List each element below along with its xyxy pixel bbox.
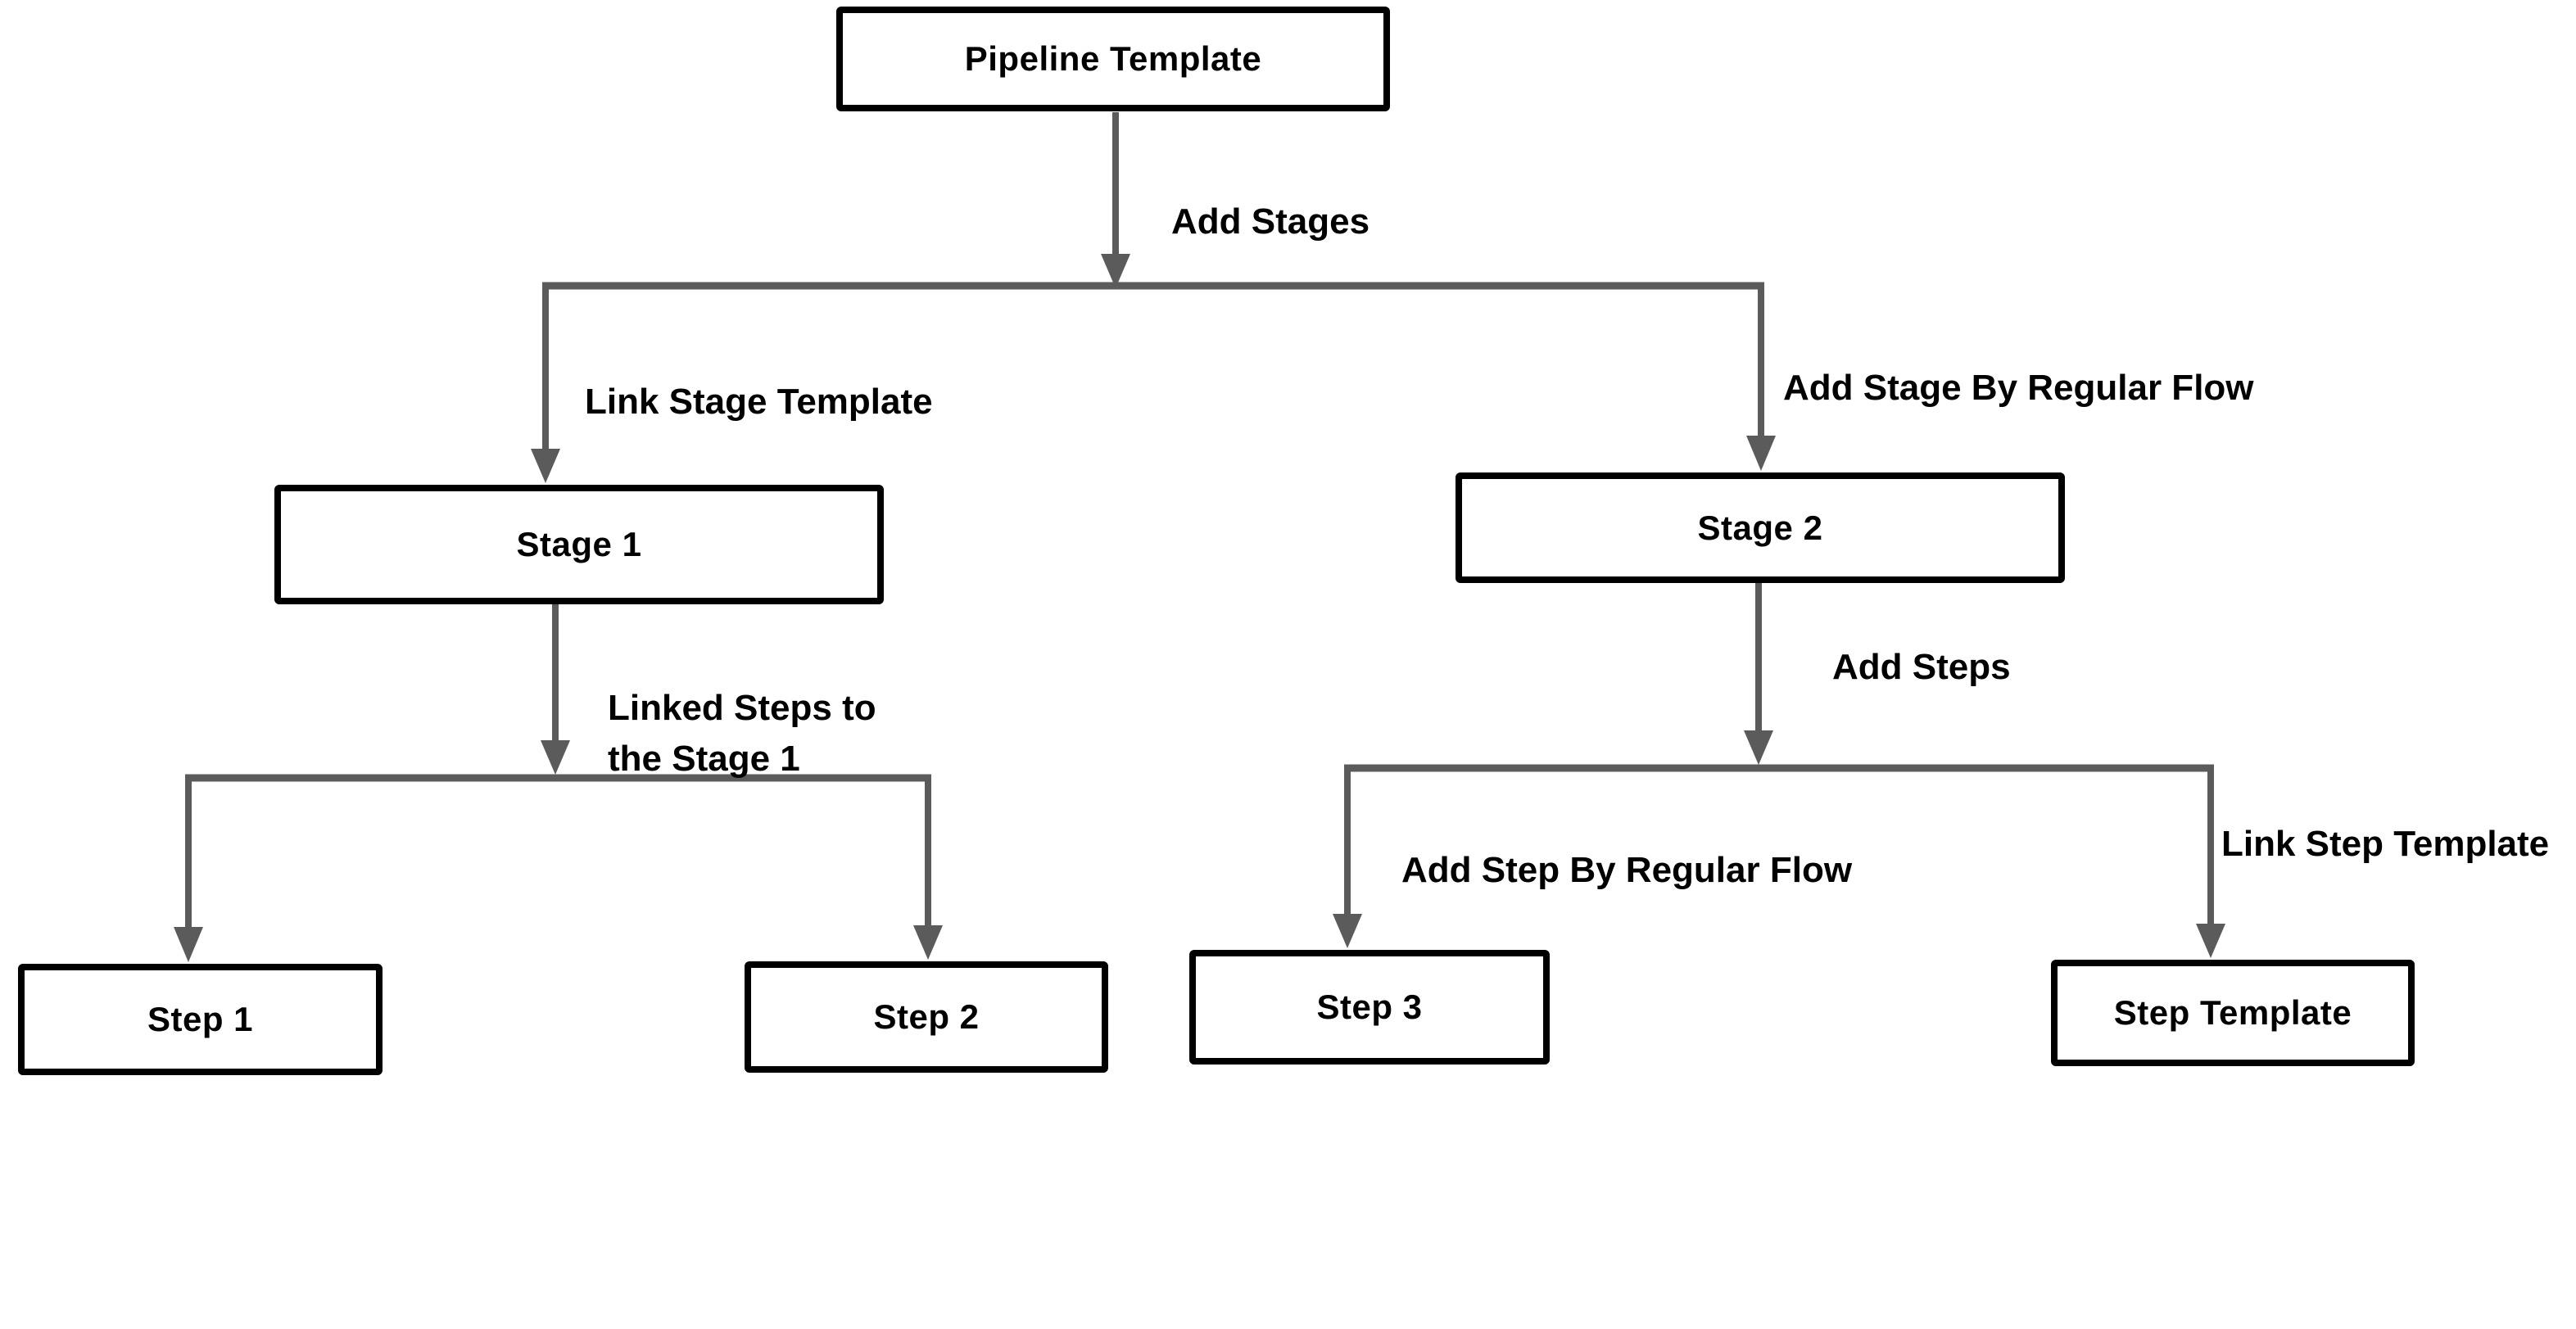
edge-branch-to-step3 — [1333, 765, 1362, 948]
edge-branch-to-stage1 — [531, 283, 560, 483]
edge-stage1-to-branch — [541, 604, 570, 775]
edge-label-link-step-template: Link Step Template — [2221, 824, 2550, 864]
arrowhead-down-icon — [2196, 924, 2225, 958]
node-step-template-label: Step Template — [2113, 993, 2352, 1032]
arrowhead-down-icon — [541, 740, 570, 775]
node-step-1: Step 1 — [18, 964, 383, 1075]
arrowhead-down-icon — [531, 449, 560, 483]
edge-label-add-stage-by-regular-flow: Add Stage By Regular Flow — [1783, 368, 2254, 408]
arrowhead-down-icon — [1333, 914, 1362, 948]
edge-label-add-stages: Add Stages — [1171, 201, 1370, 242]
edge-branch-to-step1 — [174, 775, 203, 962]
edge-pipeline-to-branch — [1101, 112, 1130, 288]
edge-branch-to-step-template — [2196, 765, 2225, 958]
node-step-template: Step Template — [2051, 960, 2415, 1066]
node-stage-1: Stage 1 — [274, 485, 884, 604]
node-stage-2-label: Stage 2 — [1697, 508, 1823, 547]
edge-stage2-to-branch — [1744, 583, 1773, 765]
node-stage-1-label: Stage 1 — [516, 525, 642, 563]
node-stage-2: Stage 2 — [1456, 472, 2065, 583]
edge-label-add-steps: Add Steps — [1832, 647, 2011, 687]
edge-label-add-step-by-regular-flow: Add Step By Regular Flow — [1401, 850, 1853, 890]
node-step-3-label: Step 3 — [1316, 988, 1423, 1026]
edge-branch-to-stage2 — [1746, 283, 1776, 471]
arrowhead-down-icon — [174, 927, 203, 962]
node-pipeline-template: Pipeline Template — [836, 7, 1390, 111]
edge-label-linked-steps-to-stage-1: Linked Steps to the Stage 1 — [608, 688, 876, 779]
arrowhead-down-icon — [1101, 254, 1130, 288]
edge-branch-to-step2 — [913, 775, 943, 960]
node-step-2: Step 2 — [745, 961, 1108, 1073]
node-step-3: Step 3 — [1189, 950, 1550, 1065]
node-step-1-label: Step 1 — [147, 1000, 254, 1038]
arrowhead-down-icon — [1746, 436, 1776, 471]
node-pipeline-template-label: Pipeline Template — [964, 39, 1262, 78]
node-step-2-label: Step 2 — [873, 997, 980, 1036]
edge-label-link-stage-template: Link Stage Template — [585, 382, 933, 422]
arrowhead-down-icon — [1744, 730, 1773, 765]
arrowhead-down-icon — [913, 925, 943, 960]
